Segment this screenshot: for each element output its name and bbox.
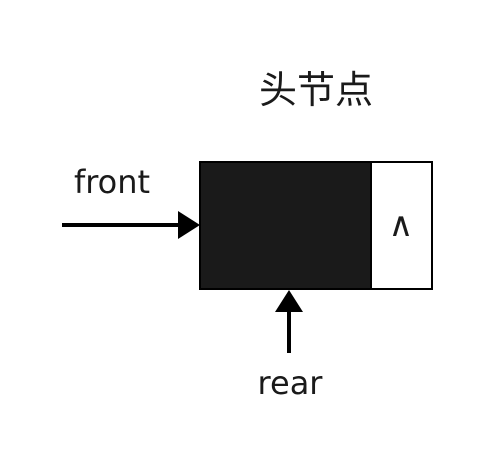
diagram-title: 头节点	[259, 68, 373, 112]
front-pointer-label: front	[74, 163, 150, 201]
head-node-next-field	[370, 161, 433, 290]
null-pointer-symbol: ∧	[389, 205, 414, 245]
rear-pointer-label: rear	[258, 364, 324, 402]
head-node-data-field	[199, 161, 372, 290]
rear-pointer-arrow	[275, 290, 303, 353]
front-pointer-arrow	[62, 211, 200, 239]
